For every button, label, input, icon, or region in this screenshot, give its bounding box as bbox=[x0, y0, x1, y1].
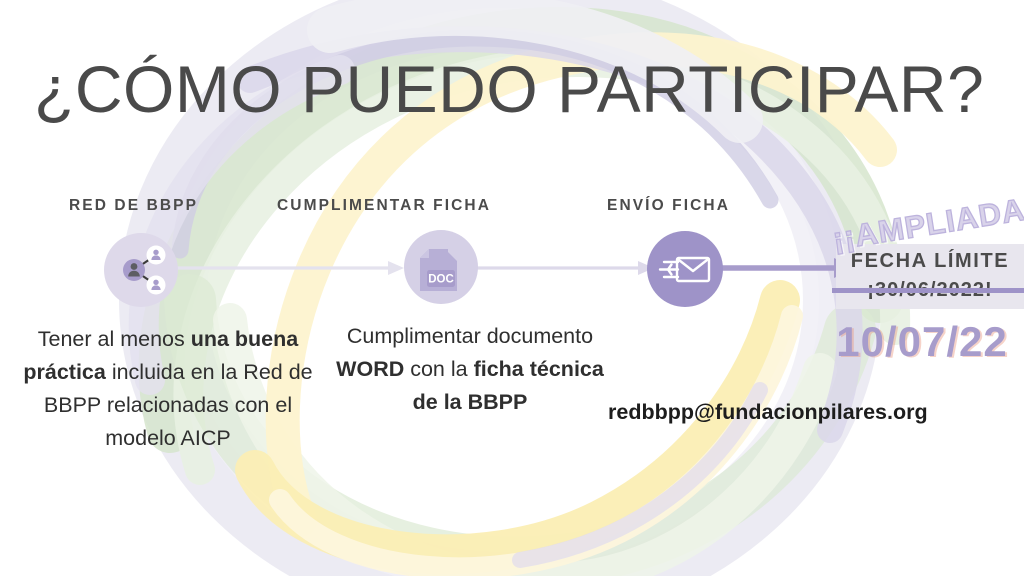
arrow-step3-to-deadline bbox=[716, 258, 856, 278]
network-people-icon bbox=[104, 233, 178, 307]
deadline-new-date: 10/07/22 bbox=[836, 318, 1008, 365]
step-description-1: Tener al menos una buena práctica inclui… bbox=[23, 327, 313, 450]
arrow-step1-to-step2 bbox=[172, 261, 404, 275]
doc-icon-label: DOC bbox=[428, 274, 454, 286]
page-title: ¿CÓMO PUEDO PARTICIPAR? bbox=[34, 52, 985, 126]
doc-file-icon: DOC bbox=[404, 230, 478, 304]
envelope-send-icon bbox=[647, 231, 723, 307]
contact-email[interactable]: redbbpp@fundacionpilares.org bbox=[608, 400, 928, 424]
step-label-cumplimentar-ficha: CUMPLIMENTAR FICHA bbox=[277, 197, 492, 214]
step-label-red-de-bbpp: RED DE BBPP bbox=[69, 197, 199, 214]
step-label-envio-ficha: ENVÍO FICHA bbox=[607, 197, 730, 214]
step-description-2: Cumplimentar documento WORD con la ficha… bbox=[336, 324, 604, 414]
deadline-strikethrough bbox=[832, 288, 1024, 293]
deadline-title: FECHA LÍMITE bbox=[850, 250, 1010, 272]
arrow-step2-to-step3 bbox=[472, 261, 654, 275]
